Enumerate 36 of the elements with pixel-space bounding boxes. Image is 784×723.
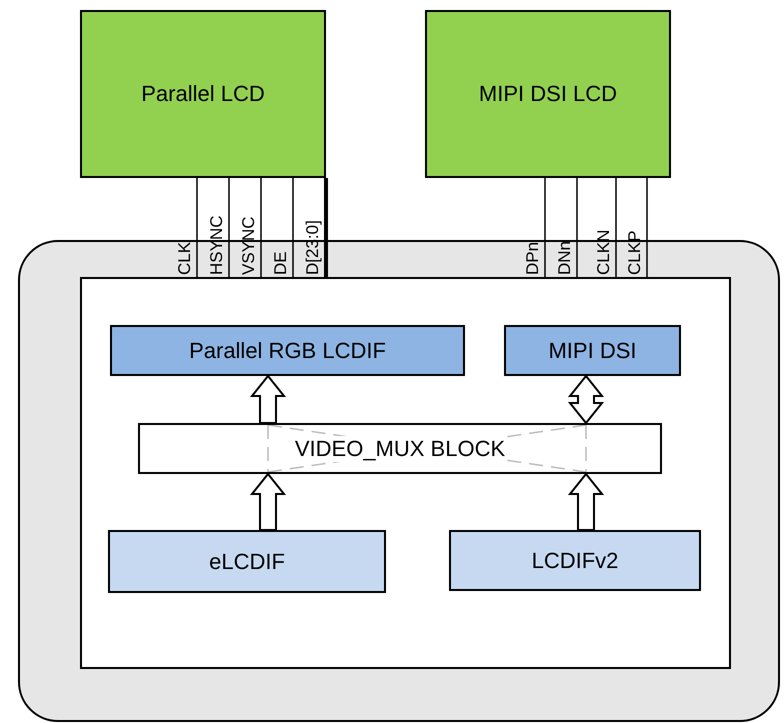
- display-box: [80, 10, 326, 178]
- block-label: MIPI DSI LCD: [478, 81, 618, 107]
- signal-line: [228, 178, 230, 277]
- block-label: eLCDIF: [209, 548, 285, 574]
- signal-name: VSYNC: [240, 216, 258, 275]
- signal-name: DE: [272, 251, 290, 275]
- block-label: VIDEO_MUX BLOCK: [292, 436, 508, 462]
- controller-box: [504, 325, 681, 376]
- block-label: Parallel RGB LCDIF: [189, 338, 386, 364]
- signal-name: CLKN: [595, 230, 613, 275]
- signal-line: [646, 178, 648, 277]
- signal-name: CLKP: [626, 230, 644, 275]
- mux-block: [138, 423, 662, 474]
- signal-name: DPn: [524, 242, 542, 275]
- display-box: [425, 10, 671, 178]
- signal-line: [292, 178, 294, 277]
- block-label: Parallel LCD: [141, 81, 265, 107]
- controller-box: [110, 325, 465, 376]
- block-arrow: [250, 472, 286, 531]
- block-arrow: [568, 472, 604, 531]
- signal-line: [544, 178, 546, 277]
- controller-box: [108, 530, 386, 593]
- block-arrow: [568, 374, 604, 425]
- block-label: MIPI DSI: [548, 338, 636, 364]
- signal-line: [324, 178, 328, 277]
- chip-core-box: [80, 277, 731, 669]
- signal-name: CLK: [176, 242, 194, 275]
- controller-box: [449, 530, 701, 591]
- signal-name: HSYNC: [208, 215, 226, 275]
- signal-line: [196, 178, 198, 277]
- signal-line: [615, 178, 617, 277]
- signal-line: [260, 178, 262, 277]
- block-arrow: [250, 374, 286, 424]
- signal-name: DNn: [556, 240, 574, 275]
- block-label: LCDIFv2: [532, 548, 618, 574]
- signal-line: [576, 178, 578, 277]
